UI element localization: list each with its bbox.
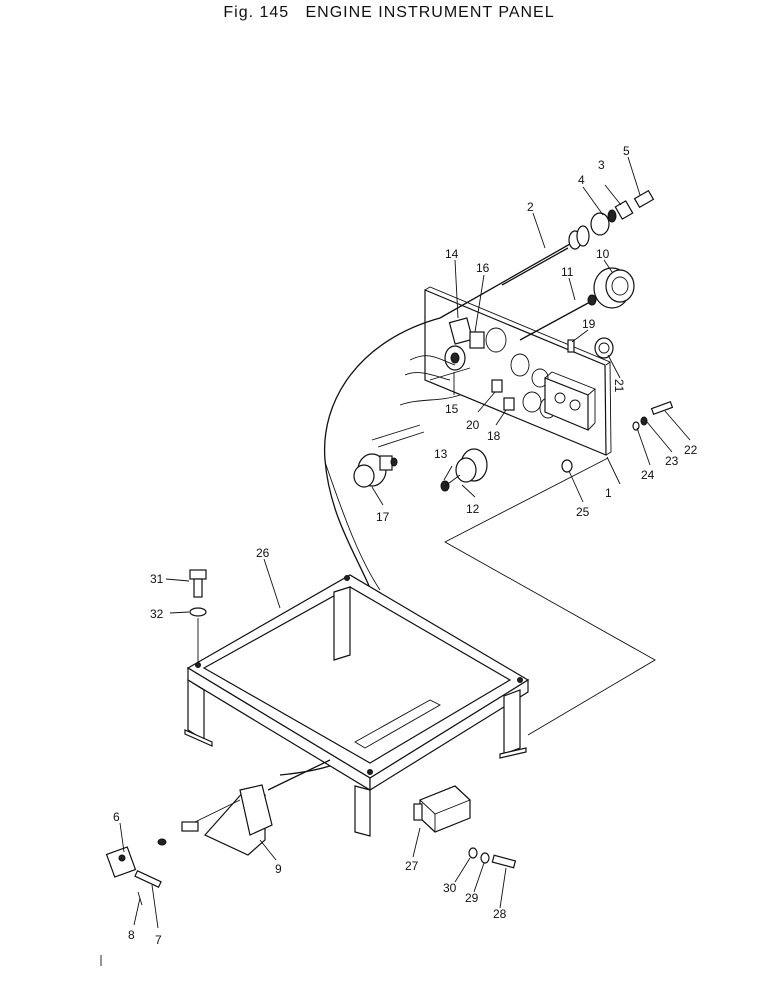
switch-cluster — [371, 317, 614, 448]
callout-26: 26 — [256, 546, 270, 560]
control-box — [413, 785, 517, 869]
callout-24: 24 — [641, 468, 655, 482]
callout-14: 14 — [445, 247, 459, 261]
callout-17: 17 — [376, 510, 390, 524]
callout-3: 3 — [598, 158, 605, 172]
callout-2: 2 — [527, 200, 534, 214]
callout-5: 5 — [623, 144, 630, 158]
key-switch — [353, 453, 398, 488]
callout-32: 32 — [150, 607, 164, 621]
callout-11: 11 — [561, 265, 574, 279]
callout-27: 27 — [405, 859, 419, 873]
callout-8: 8 — [128, 928, 135, 942]
gauge-assembly — [519, 267, 635, 341]
frame-stand — [184, 574, 530, 837]
callout-28: 28 — [493, 907, 507, 921]
figure-title: Fig. 145 ENGINE INSTRUMENT PANEL — [223, 4, 555, 21]
callout-18: 18 — [487, 429, 501, 443]
callout-7: 7 — [155, 933, 162, 947]
callout-22: 22 — [684, 443, 698, 457]
callout-30: 30 — [443, 881, 457, 895]
frame-bolt — [189, 569, 207, 662]
callout-21: 21 — [612, 379, 626, 393]
instrument-panel-plate — [424, 286, 612, 456]
callout-16: 16 — [476, 261, 490, 275]
callout-12: 12 — [466, 502, 480, 516]
callout-25: 25 — [576, 505, 590, 519]
callout-31: 31 — [150, 572, 164, 586]
callout-6: 6 — [113, 810, 120, 824]
leader-panel-frame — [444, 457, 656, 736]
callout-19: 19 — [582, 317, 596, 331]
callout-9: 9 — [275, 862, 282, 876]
callout-15: 15 — [445, 402, 459, 416]
panel-fasteners — [561, 400, 674, 473]
callout-29: 29 — [465, 891, 479, 905]
callout-4: 4 — [578, 173, 585, 187]
callout-labels: 1 2 3 4 5 6 7 8 9 10 11 12 13 14 15 16 1… — [113, 144, 698, 947]
callout-13: 13 — [434, 447, 448, 461]
meter — [440, 448, 488, 492]
callout-23: 23 — [665, 454, 679, 468]
callout-1: 1 — [605, 486, 612, 500]
callout-20: 20 — [466, 418, 480, 432]
callout-10: 10 — [596, 247, 610, 261]
callout-leaders — [119, 156, 691, 929]
lever-bracket — [105, 759, 331, 906]
